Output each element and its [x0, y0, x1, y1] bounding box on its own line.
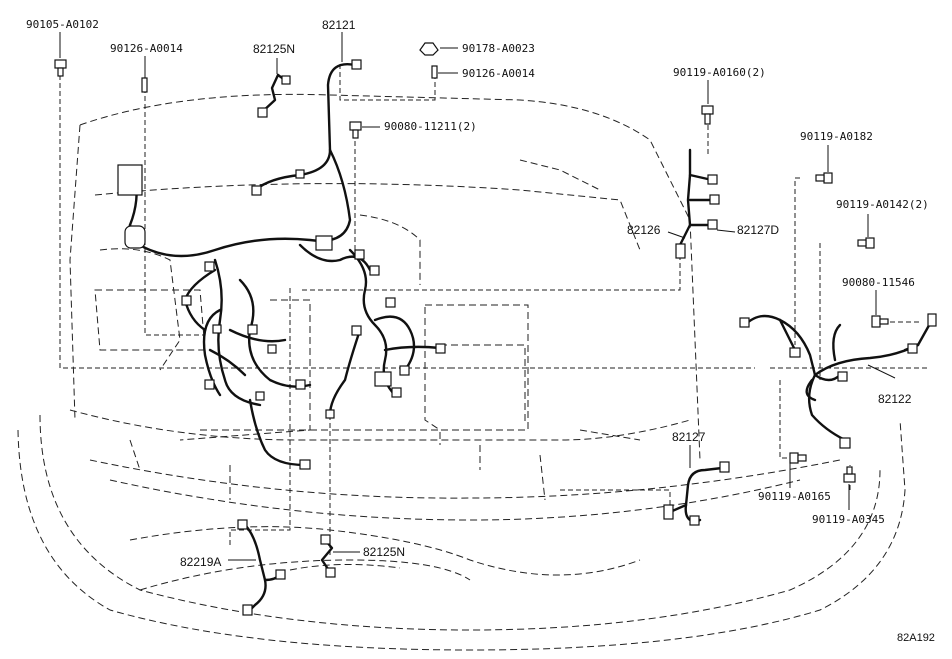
part-label-90126-A0014-a: 90126-A0014	[110, 42, 183, 55]
part-label-90119-A0165: 90119-A0165	[758, 490, 831, 503]
diagram-reference-code: 82A192	[897, 632, 935, 644]
part-label-90178-A0023: 90178-A0023	[462, 42, 535, 55]
part-label-90080-11546: 90080-11546	[842, 276, 915, 289]
part-label-90119-A0182: 90119-A0182	[800, 130, 873, 143]
bolt-90119-A0345	[843, 466, 856, 483]
connectors	[117, 59, 937, 616]
bolt-90119-A0182	[815, 172, 833, 184]
vehicle-body-outline	[17, 93, 906, 651]
part-label-90105-A0102: 90105-A0102	[26, 18, 99, 31]
label-leaders	[59, 32, 896, 561]
part-label-90119-A0345: 90119-A0345	[812, 513, 885, 526]
bolt-90119-A0165	[789, 452, 807, 464]
part-label-82126: 82126	[627, 223, 661, 237]
nut-90178-A0023	[419, 42, 439, 56]
part-label-82219A: 82219A	[180, 555, 222, 569]
bolt-90126-A0014-b	[431, 65, 438, 79]
part-label-90126-A0014-b: 90126-A0014	[462, 67, 535, 80]
harness-wires	[128, 63, 934, 614]
part-label-82125N-top: 82125N	[253, 42, 296, 56]
bolt-90119-A0142	[857, 237, 875, 249]
bolt-90119-A0160	[701, 105, 714, 125]
leader-lines	[59, 64, 930, 555]
bolt-90126-A0014-a	[141, 77, 148, 93]
part-label-90119-A0160: 90119-A0160(2)	[673, 66, 766, 79]
part-label-82121: 82121	[322, 18, 356, 32]
part-label-90119-A0142: 90119-A0142(2)	[836, 198, 929, 211]
fasteners	[54, 42, 889, 483]
part-label-82127D: 82127D	[737, 223, 780, 237]
part-label-90080-11211: 90080-11211(2)	[384, 120, 477, 133]
bolt-90080-11546	[871, 315, 889, 328]
part-label-82122: 82122	[878, 392, 912, 406]
part-label-82127: 82127	[672, 430, 706, 444]
bolt-90080-11211	[349, 121, 362, 139]
part-label-82125N-bottom: 82125N	[363, 545, 406, 559]
bolt-90105-A0102	[54, 59, 67, 77]
